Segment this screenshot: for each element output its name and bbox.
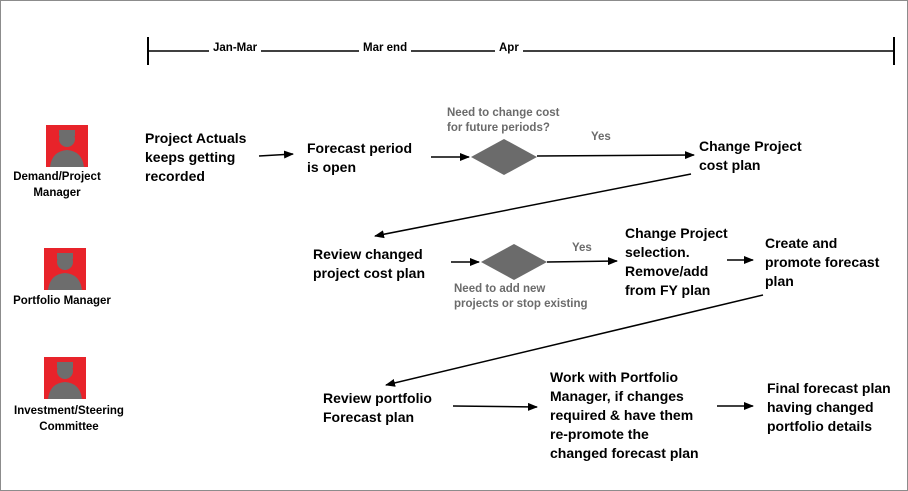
- timeline-label-jan-mar: Jan-Mar: [209, 42, 262, 54]
- arrow-create-to-review-portfolio: [385, 294, 764, 387]
- step-project-actuals: Project Actuals keeps getting recorded: [145, 130, 247, 184]
- arrow-decision-to-change-cost: [536, 151, 695, 160]
- person-icon-investment-committee: [44, 357, 86, 399]
- role-demand-project-manager: Demand/Project Manager: [13, 171, 101, 199]
- step-review-cost-plan: Review changed project cost plan: [313, 246, 426, 281]
- decision-yes-cost: Yes: [591, 131, 611, 143]
- arrow-review-portfolio-to-work: [452, 402, 538, 411]
- decision-label-projects: Need to add new projects or stop existin…: [454, 283, 588, 310]
- step-create-forecast-plan: Create and promote forecast plan: [765, 235, 880, 289]
- decision-label-cost: Need to change cost for future periods?: [447, 107, 560, 134]
- step-review-portfolio-plan: Review portfolio Forecast plan: [323, 390, 432, 425]
- timeline-label-apr: Apr: [495, 42, 523, 54]
- step-final-forecast-plan: Final forecast plan having changed portf…: [767, 380, 891, 434]
- step-work-with-portfolio-manager: Work with Portfolio Manager, if changes …: [550, 369, 699, 461]
- role-investment-steering-committee: Investment/Steering Committee: [14, 405, 124, 433]
- timeline-label-mar-end: Mar end: [359, 42, 412, 54]
- decision-diamond-projects: [481, 244, 547, 280]
- arrow-decision-to-selection: [546, 257, 618, 266]
- step-forecast-period-open: Forecast period is open: [307, 140, 413, 175]
- arrow-actuals-to-forecast: [258, 150, 294, 159]
- step-change-cost-plan: Change Project cost plan: [699, 138, 802, 173]
- step-change-project-selection: Change Project selection. Remove/add fro…: [625, 225, 728, 298]
- decision-diamond-cost: [471, 139, 537, 175]
- person-icon-demand-manager: [46, 125, 88, 167]
- decision-yes-projects: Yes: [572, 242, 592, 254]
- arrow-change-cost-to-review: [374, 173, 692, 239]
- role-portfolio-manager: Portfolio Manager: [13, 295, 111, 307]
- person-icon-portfolio-manager: [44, 248, 86, 290]
